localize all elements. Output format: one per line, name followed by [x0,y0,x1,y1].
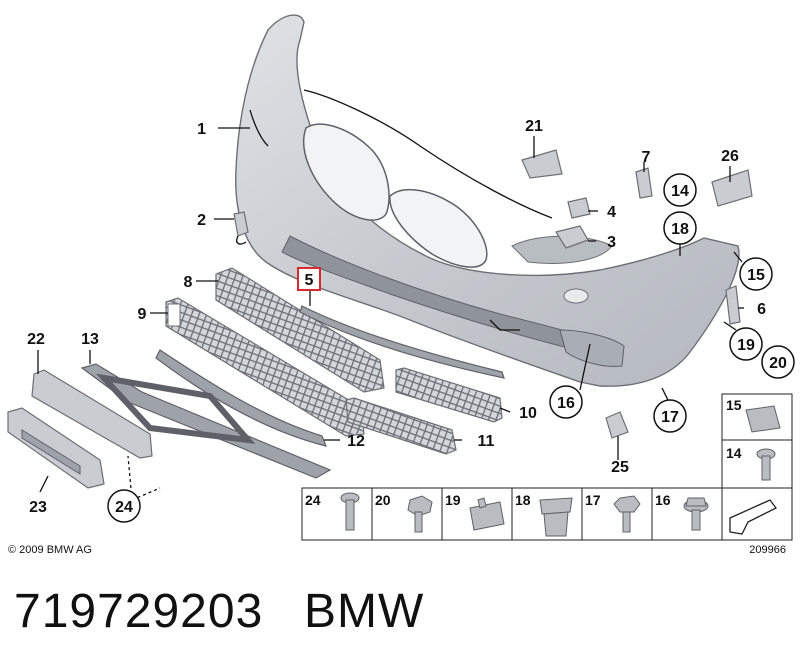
callout-9: 9 [138,306,147,323]
circled-callout-20: 20 [761,345,795,379]
circled-callout-24: 24 [107,489,141,523]
callout-13: 13 [81,331,99,348]
self-tapping-screw-icon [613,495,641,533]
svg-text:20: 20 [769,355,787,372]
clip-nut-icon [745,405,781,433]
frame-part-13 [80,363,332,479]
circled-callout-16: 16 [549,385,583,419]
callout-23: 23 [29,499,47,516]
table-label-19: 19 [445,492,461,508]
screw-icon [756,448,776,481]
callout-25: 25 [611,459,629,476]
table-label-16: 16 [655,492,671,508]
circled-callout-14: 14 [663,173,697,207]
clip-part-25 [605,411,629,439]
callout-1: 1 [197,121,206,138]
brand-name: BMW [304,585,425,638]
part-number: 719729203 [14,585,264,638]
arrow-icon [729,499,777,535]
parts-diagram: 1 2 3 4 6 7 8 9 10 11 12 13 21 22 23 25 … [7,14,795,556]
svg-text:24: 24 [115,499,133,516]
lower-grille-part-9 [165,297,365,437]
svg-text:18: 18 [671,221,689,238]
bracket-part-6 [725,285,741,325]
svg-text:17: 17 [661,409,679,426]
holder-part-22 [31,369,153,459]
callout-2: 2 [197,212,206,229]
circled-callout-17: 17 [653,399,687,433]
license-plate-base-part-23 [7,407,105,489]
circled-callout-18: 18 [663,211,697,245]
callout-21: 21 [525,118,543,135]
table-label-14: 14 [726,445,742,461]
table-label-15: 15 [726,397,742,413]
leader-lines [37,127,744,501]
side-grille-left-part-11 [345,397,457,455]
side-grille-right-part-10 [395,367,503,423]
bracket-part-4 [567,197,591,219]
circled-callout-19: 19 [729,327,763,361]
front-bumper-cover [235,14,740,387]
table-label-17: 17 [585,492,601,508]
trim-strip-part-12 [155,349,327,447]
table-label-24: 24 [305,492,321,508]
svg-text:14: 14 [671,183,689,200]
callout-12: 12 [347,433,365,450]
expansion-nut-icon [539,497,573,537]
svg-text:15: 15 [747,267,765,284]
callout-10: 10 [519,405,537,422]
bracket-part-26 [711,169,753,207]
fastener-table: 15 14 24 20 19 18 17 16 [301,393,793,541]
callout-11: 11 [478,433,495,450]
highlighted-callout-5: 5 [297,267,321,291]
center-grille-part-8 [215,267,385,393]
bracket-part-7 [635,167,653,199]
bracket-part-21 [521,149,563,179]
table-label-18: 18 [515,492,531,508]
table-label-20: 20 [375,492,391,508]
trim-strip-part-5 [299,305,505,379]
svg-text:16: 16 [557,395,575,412]
hex-bolt-icon [407,495,433,533]
circled-callout-15: 15 [739,257,773,291]
callout-22: 22 [27,331,45,348]
callout-4: 4 [607,204,616,221]
copyright-text: © 2009 BMW AG [8,544,92,556]
diagram-id: 209966 [749,544,786,556]
callout-5: 5 [305,272,314,289]
callout-3: 3 [607,234,616,251]
flange-screw-icon [683,497,709,531]
spring-clip-icon [469,497,505,531]
bracket-part-3 [555,225,589,249]
callout-26: 26 [721,148,739,165]
svg-text:19: 19 [737,337,755,354]
push-rivet-icon [340,492,360,531]
callout-8: 8 [184,274,193,291]
callout-6: 6 [757,301,766,318]
bracket-part-2 [233,211,249,245]
callout-7: 7 [642,149,651,166]
